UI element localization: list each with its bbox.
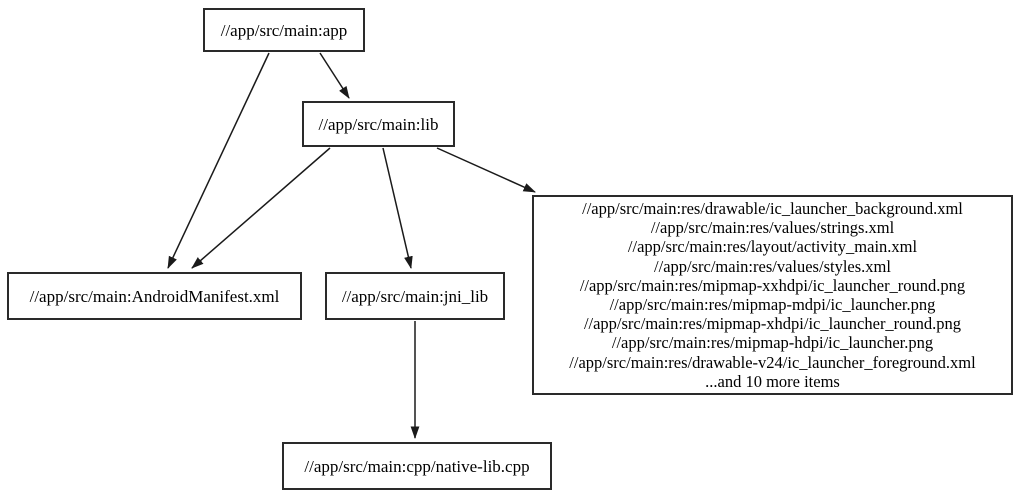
res-file-item: //app/src/main:res/layout/activity_main.… — [627, 237, 918, 257]
res-file-item: //app/src/main:res/mipmap-xxhdpi/ic_laun… — [579, 275, 966, 295]
node-native-lib-cpp-label: //app/src/main:cpp/native-lib.cpp — [304, 456, 530, 476]
node-android-manifest: //app/src/main:AndroidManifest.xml — [7, 272, 302, 320]
edge-lib-to-jni-lib — [382, 147, 413, 269]
node-app-label: //app/src/main:app — [220, 20, 348, 40]
node-android-manifest-label: //app/src/main:AndroidManifest.xml — [29, 286, 280, 306]
node-native-lib-cpp: //app/src/main:cpp/native-lib.cpp — [282, 442, 552, 490]
edge-app-to-lib — [319, 52, 350, 99]
node-jni-lib-label: //app/src/main:jni_lib — [341, 286, 489, 306]
res-file-item: //app/src/main:res/mipmap-hdpi/ic_launch… — [611, 333, 934, 353]
node-lib: //app/src/main:lib — [302, 101, 455, 147]
res-file-item: //app/src/main:res/mipmap-mdpi/ic_launch… — [609, 295, 936, 314]
res-more-items-note: ...and 10 more items — [705, 371, 840, 391]
edge-app-to-manifest — [167, 52, 270, 269]
node-jni-lib: //app/src/main:jni_lib — [325, 272, 505, 320]
res-file-item: //app/src/main:res/drawable/ic_launcher_… — [582, 198, 963, 218]
edge-lib-to-manifest — [191, 147, 331, 269]
res-file-item: //app/src/main:res/drawable-v24/ic_launc… — [569, 352, 976, 372]
res-file-item: //app/src/main:res/mipmap-xhdpi/ic_launc… — [583, 314, 962, 334]
node-lib-label: //app/src/main:lib — [318, 114, 439, 134]
edge-lib-to-res-group — [436, 147, 536, 193]
node-app: //app/src/main:app — [203, 8, 365, 52]
res-file-item: //app/src/main:res/values/strings.xml — [650, 218, 895, 238]
node-res-file-group: //app/src/main:res/drawable/ic_launcher_… — [532, 195, 1013, 395]
res-file-item: //app/src/main:res/values/styles.xml — [654, 256, 891, 276]
